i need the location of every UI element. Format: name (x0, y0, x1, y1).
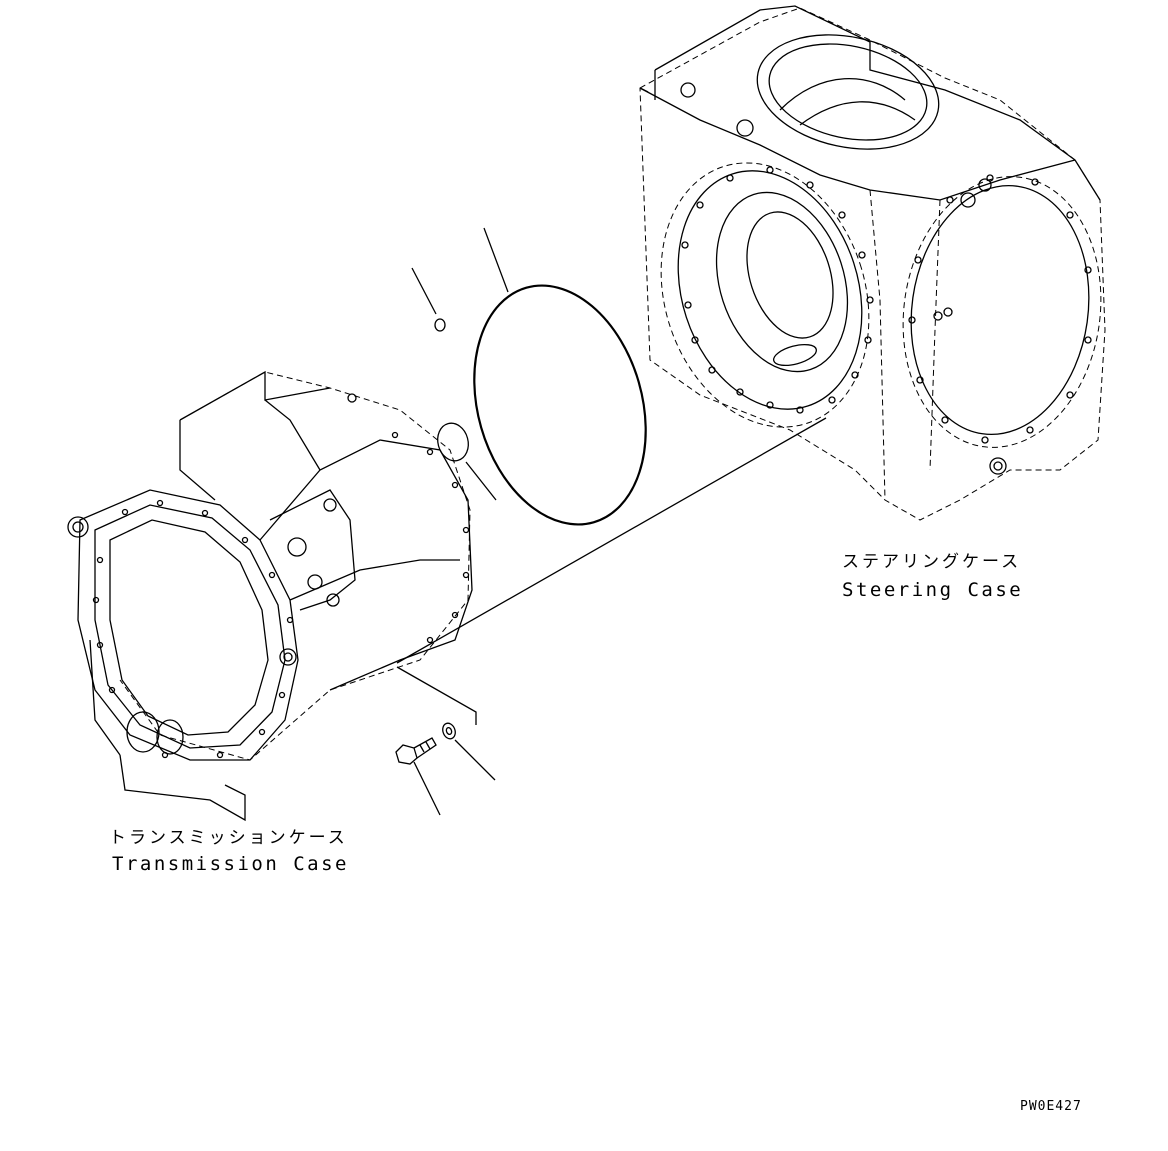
transmission-case-label-jp: トランスミッションケース (109, 828, 348, 848)
steering-case-label-jp: ステアリングケース (842, 552, 1022, 572)
medium-o-ring (437, 422, 469, 462)
large-gasket-ring (473, 284, 647, 526)
leader-lines (396, 227, 827, 816)
transmission-case-drawing (67, 370, 473, 822)
transmission-case-label-en: Transmission Case (112, 853, 349, 875)
steering-case-label-en: Steering Case (842, 579, 1024, 601)
bolt-icon (395, 737, 437, 765)
drawing-code: PW0E427 (1020, 1099, 1082, 1114)
washer-icon (442, 722, 456, 740)
steering-case-drawing (639, 5, 1106, 521)
small-o-ring (434, 318, 446, 332)
